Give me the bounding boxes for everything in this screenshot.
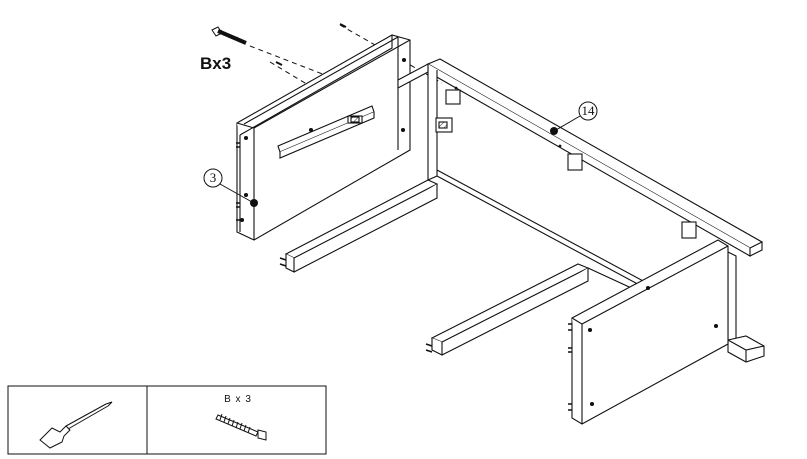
- tools-box: B x 3: [8, 386, 326, 454]
- middle-stretcher-dowels: [426, 344, 432, 352]
- hardware-quantity-label: Bx3: [200, 54, 231, 74]
- screw-quantity-label: B x 3: [224, 394, 252, 405]
- screw-b-icon: [212, 27, 246, 43]
- callout-14-number: 14: [582, 103, 596, 118]
- rail-brackets: [436, 90, 696, 238]
- right-side-panel: [572, 240, 728, 424]
- dowel-marks: [276, 24, 346, 65]
- callout-3-number: 3: [210, 170, 217, 185]
- right-panel-dowels: [568, 324, 572, 410]
- front-stretcher-dowels: [280, 258, 286, 266]
- callout-part-14: 14: [550, 102, 597, 135]
